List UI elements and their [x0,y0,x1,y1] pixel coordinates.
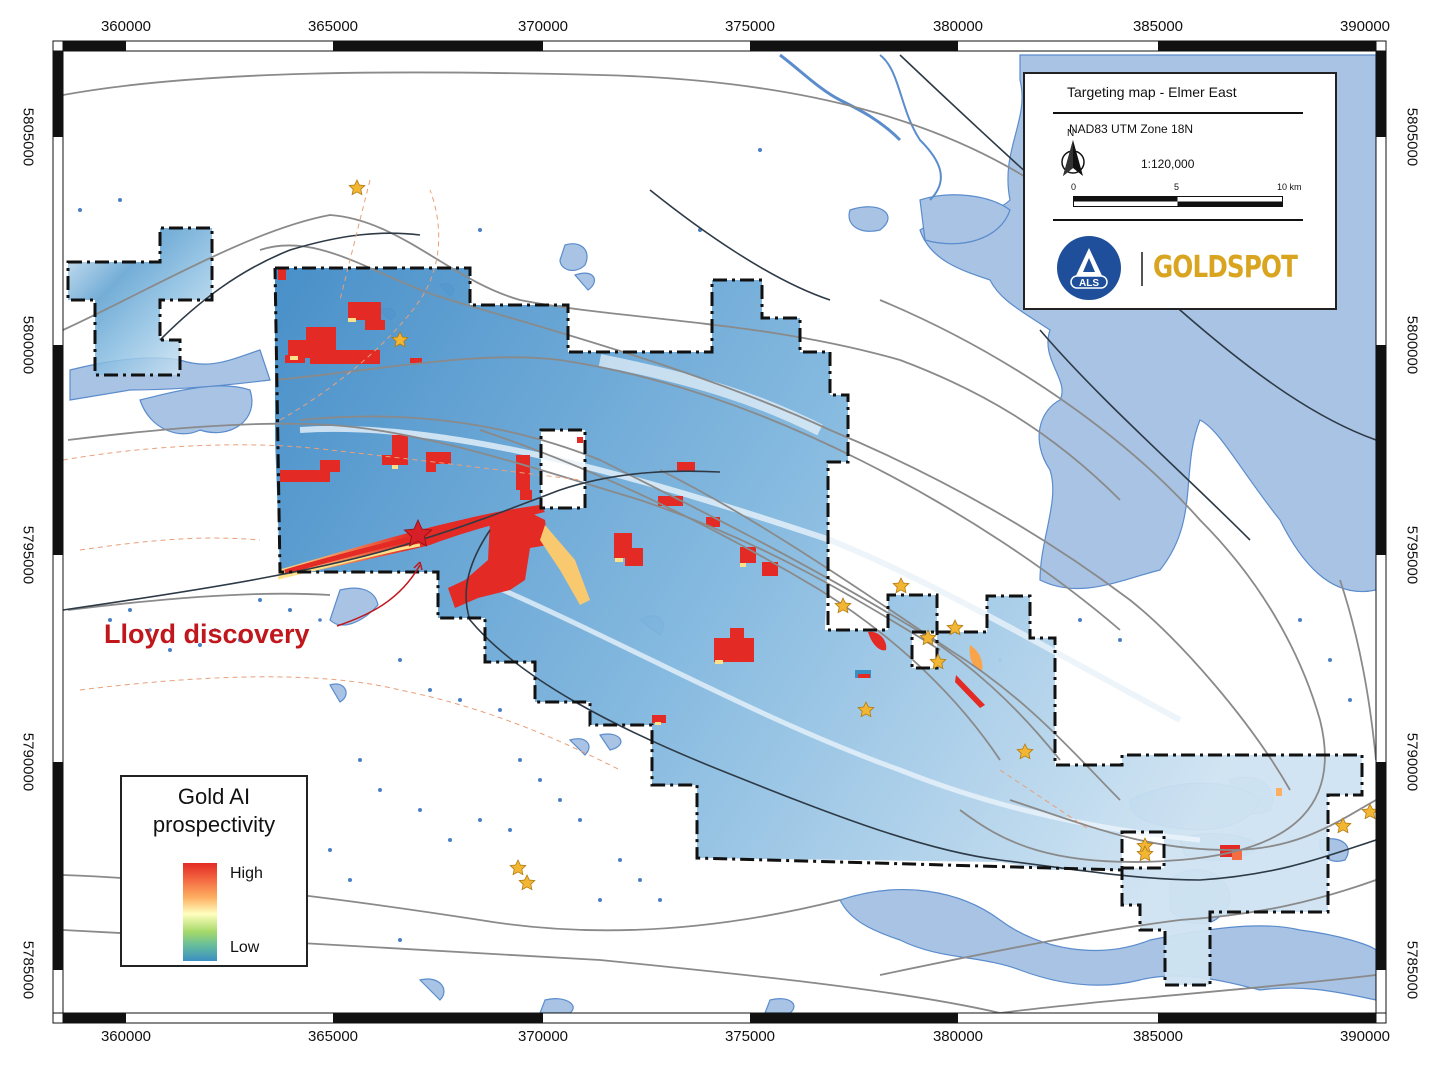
x-tick-label: 380000 [932,1028,984,1045]
color-ramp [183,863,217,961]
property-outline [66,226,1364,987]
x-tick-label: 385000 [1132,1028,1184,1045]
x-tick-label: 370000 [517,18,569,35]
y-tick-label: 5800000 [19,315,37,375]
legend-high-label: High [230,865,263,882]
x-tick-label: 385000 [1132,18,1184,35]
y-tick-label: 5805000 [1403,107,1421,167]
x-tick-label: 370000 [517,1028,569,1045]
map-title: Targeting map - Elmer East [1067,84,1237,100]
y-tick-label: 5785000 [19,940,37,1000]
x-tick-label: 365000 [307,1028,359,1045]
legend-title-line2: prospectivity [152,812,276,837]
legend-title-line1: Gold AI [177,784,251,809]
north-arrow-icon: N [1061,128,1085,176]
map-info-box: Targeting map - Elmer East N NAD83 UTM Z… [1023,72,1337,310]
legend-title: Gold AI prospectivity [122,783,306,839]
lloyd-discovery-arrow [336,564,421,627]
y-tick-label: 5795000 [1403,525,1421,585]
goldspot-logo: GOLDSPOT [1153,250,1298,285]
scale-ratio: 1:120,000 [1141,157,1195,171]
y-tick-label: 5790000 [1403,732,1421,792]
divider [1053,112,1303,114]
scale-label-0: 0 [1071,182,1077,192]
y-tick-label: 5800000 [1403,315,1421,375]
x-tick-label: 360000 [100,1028,152,1045]
als-logo: ALS [1057,236,1121,300]
logo-separator [1141,252,1143,286]
scale-label-10: 10 km [1277,182,1302,192]
small-ponds [78,148,1352,942]
x-tick-label: 380000 [932,18,984,35]
scale-bar [1073,196,1283,207]
x-tick-label: 375000 [724,1028,776,1045]
x-tick-label: 360000 [100,18,152,35]
scale-label-5: 5 [1174,182,1180,192]
dashed-orange-lines [63,179,1091,831]
lloyd-discovery-star [403,519,433,547]
divider [1053,219,1303,221]
y-tick-label: 5790000 [19,732,37,792]
x-tick-label: 390000 [1339,18,1391,35]
mineral-occurrence-stars [348,179,1376,891]
map-frame [52,40,1387,1024]
projection-label: NAD83 UTM Zone 18N [1069,122,1194,136]
y-tick-label: 5785000 [1403,940,1421,1000]
y-tick-label: 5805000 [19,107,37,167]
anomaly-halos [290,318,746,725]
x-tick-label: 375000 [724,18,776,35]
legend-low-label: Low [230,939,260,956]
lloyd-discovery-label: Lloyd discovery [104,619,310,649]
prospectivity-legend: Gold AI prospectivity High Low [120,775,308,967]
x-tick-label: 390000 [1339,1028,1391,1045]
svg-text:N: N [1067,128,1074,139]
x-tick-label: 365000 [307,18,359,35]
svg-text:ALS: ALS [1079,278,1099,289]
als-mountain-icon: ALS [1070,248,1108,289]
y-tick-label: 5795000 [19,525,37,585]
